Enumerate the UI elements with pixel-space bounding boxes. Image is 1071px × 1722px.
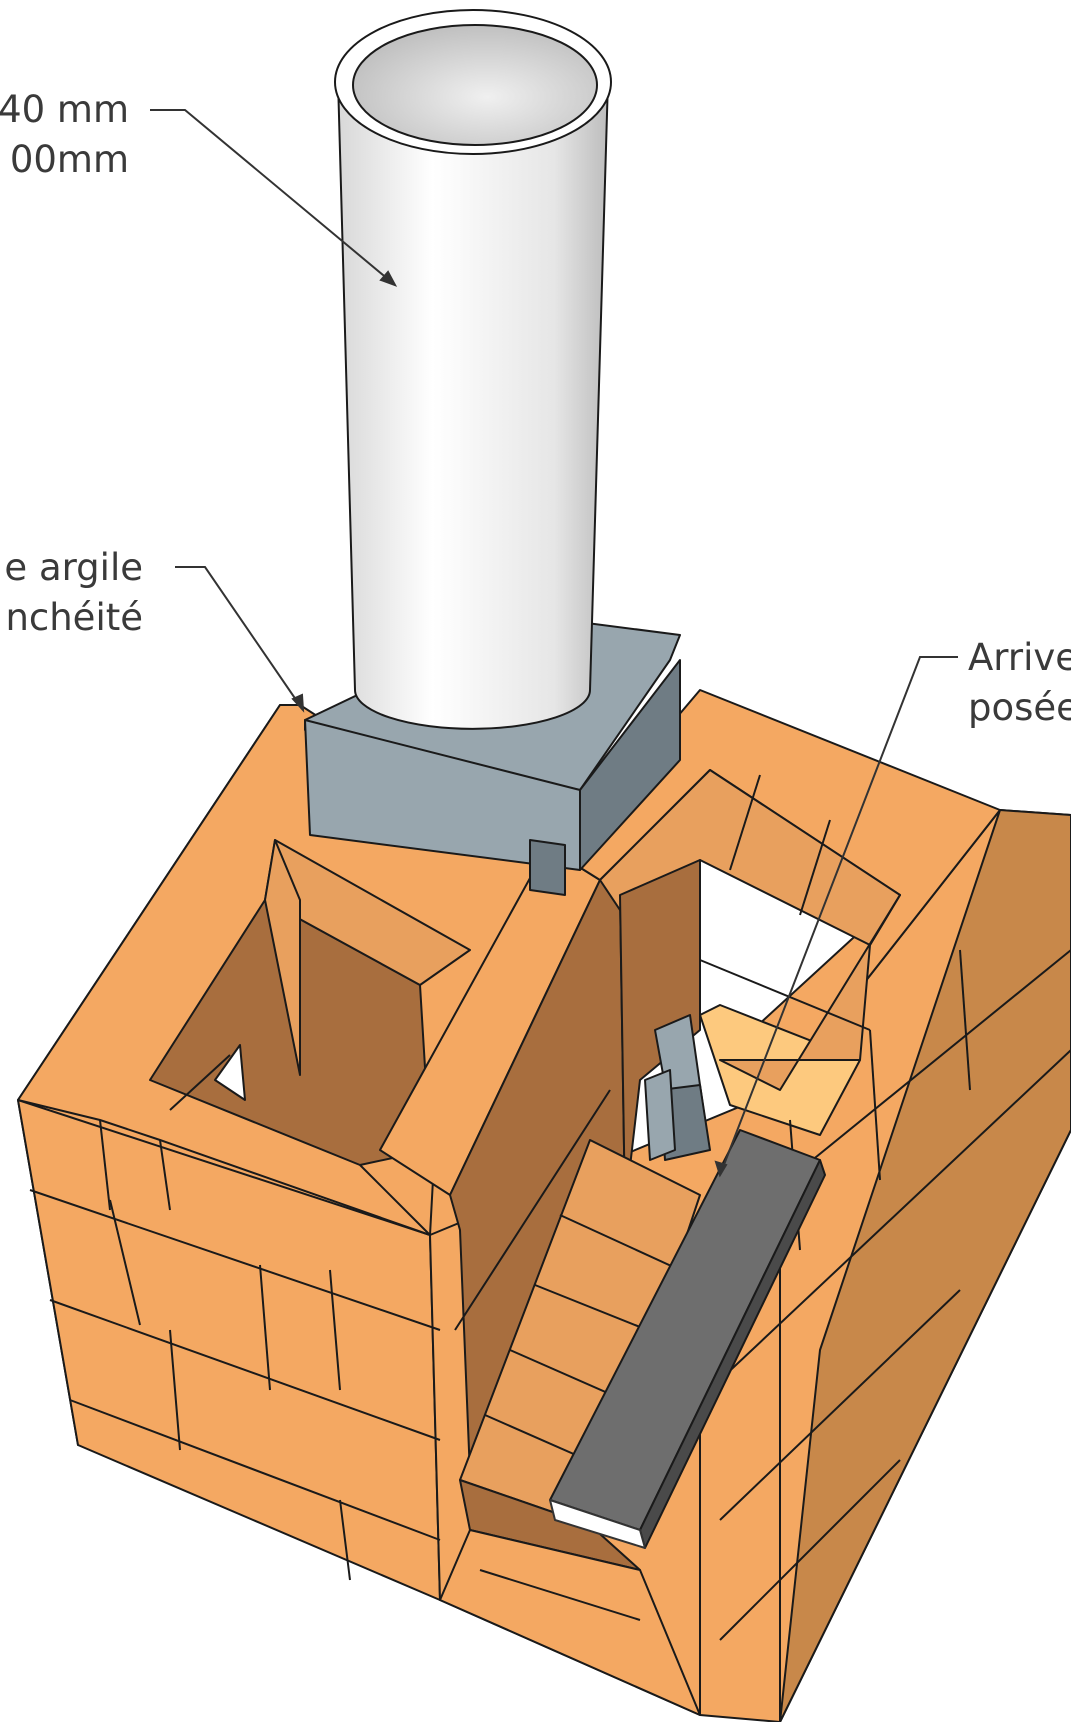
leader-line-air — [719, 656, 958, 1176]
annotation-tube: 40 mm 00mm — [0, 85, 129, 185]
leader-line-tube — [150, 109, 396, 286]
leader-arrow-air — [714, 1160, 728, 1178]
leader-lines — [150, 109, 958, 1178]
annotation-air-line2: posée — [968, 686, 1071, 729]
annotation-clay-line2: nchéité — [5, 596, 143, 639]
chimney-pipe-opening — [352, 24, 598, 146]
annotation-tube-line2: 00mm — [9, 138, 129, 181]
right-cavity-right-wall — [719, 894, 901, 1091]
annotation-air-line1: Arrive — [968, 636, 1071, 679]
annotation-clay: e argile nchéité — [4, 543, 143, 643]
annotation-air: Arrive posée — [968, 633, 1071, 733]
chimney-pipe-body — [337, 79, 609, 730]
annotation-tube-line1: 40 mm — [0, 88, 129, 131]
clay-block-side — [579, 659, 681, 871]
leader-arrow-tube — [379, 270, 398, 287]
annotation-clay-line1: e argile — [4, 546, 143, 589]
leader-arrow-clay — [291, 693, 305, 713]
air-channel-mouth — [549, 1499, 646, 1549]
leader-line-clay — [175, 566, 304, 711]
clay-block-notch — [529, 839, 566, 896]
masonry-right-shadow-face — [779, 809, 1071, 1722]
feed-opening-frame — [439, 1529, 701, 1716]
